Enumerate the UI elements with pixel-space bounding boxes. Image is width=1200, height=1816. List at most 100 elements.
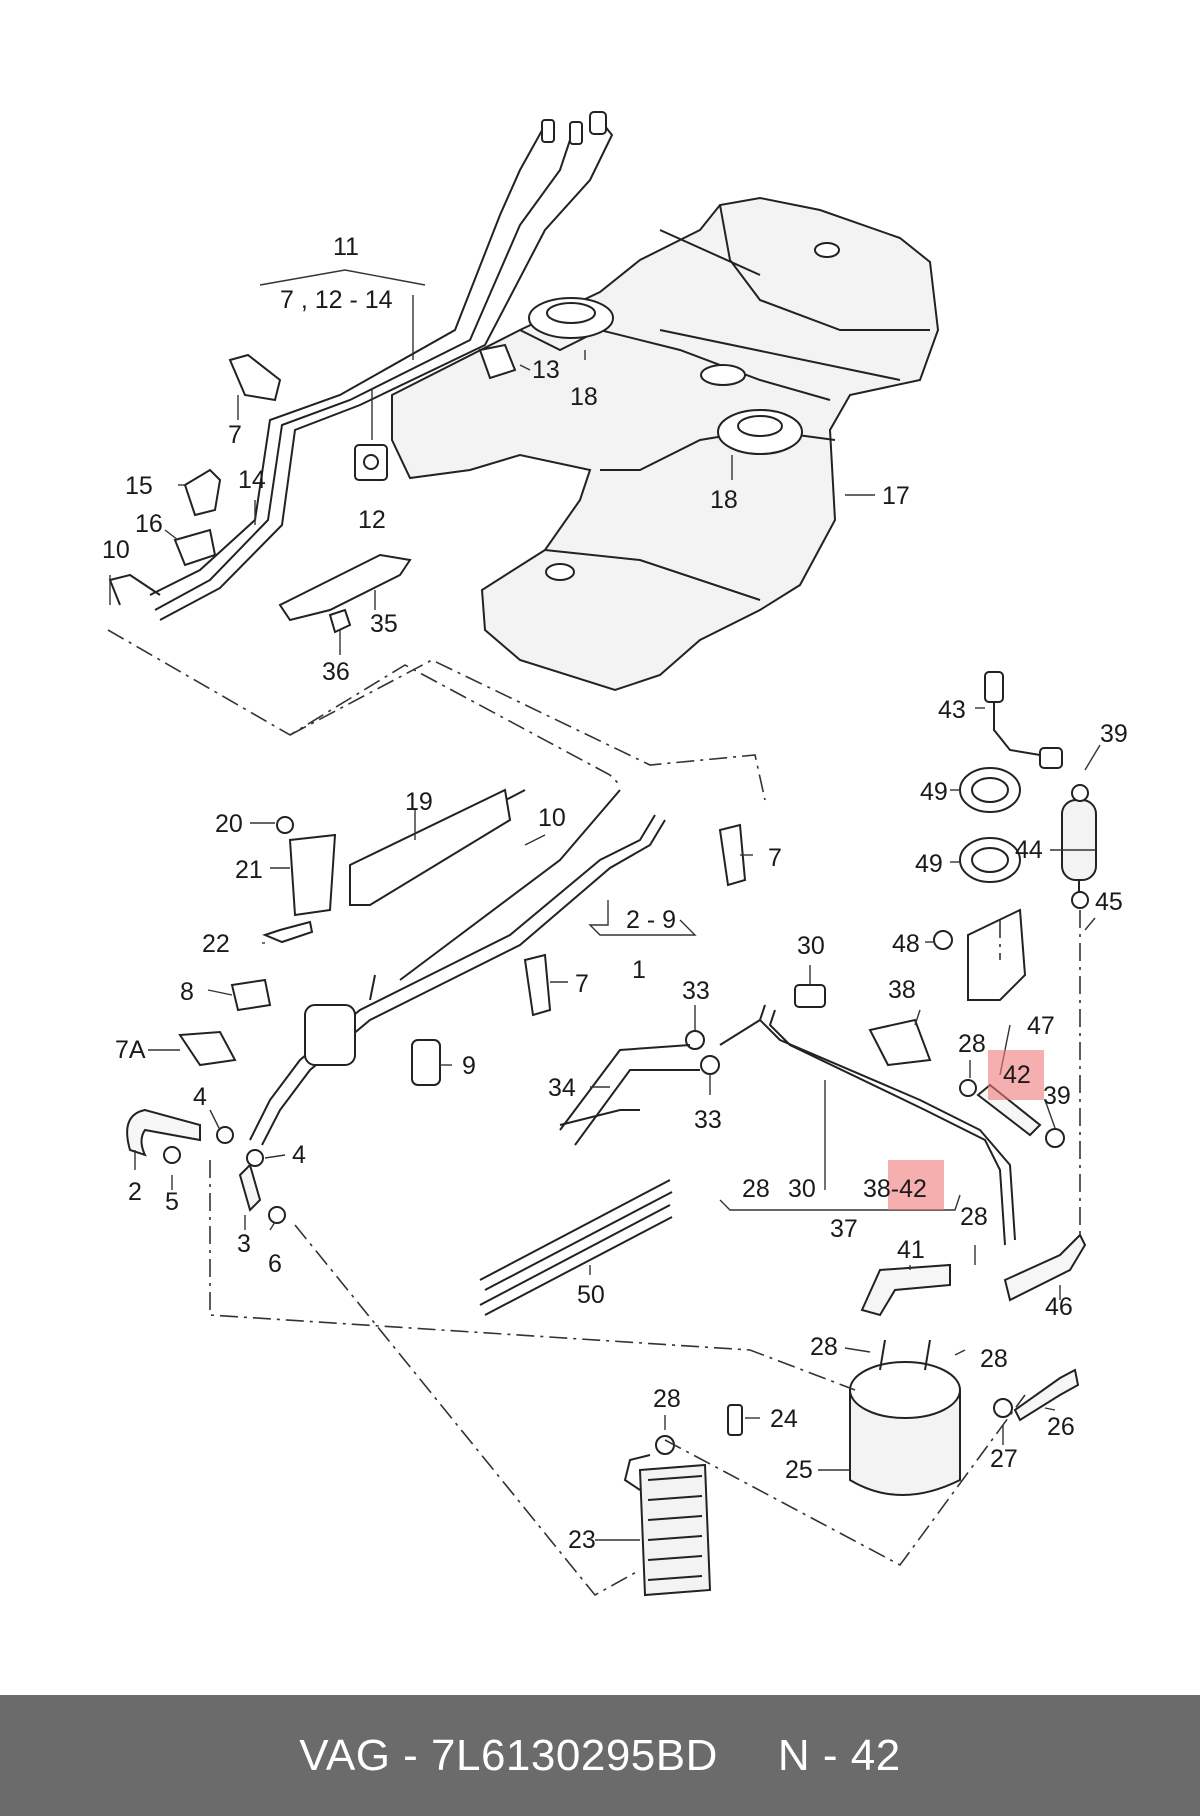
callout-10-middle: 10	[538, 804, 566, 832]
callout-41: 41	[897, 1236, 925, 1264]
callout-17: 17	[882, 482, 910, 510]
callout-18-upper: 18	[570, 383, 598, 411]
clip-9	[411, 1039, 441, 1086]
callout-45: 45	[1095, 888, 1123, 916]
callout-2-9: 2 - 9	[626, 906, 676, 934]
fuel-line-37	[719, 1004, 1016, 1246]
callout-30-lower: 30	[788, 1175, 816, 1203]
part-number: VAG - 7L6130295BD	[299, 1730, 718, 1780]
oil-cooler-23	[623, 1454, 712, 1597]
callout-28-c: 28	[960, 1203, 988, 1231]
callout-18-lower: 18	[710, 486, 738, 514]
callout-20: 20	[215, 810, 243, 838]
callout-33-upper: 33	[682, 977, 710, 1005]
mount-49-lower	[959, 837, 1021, 883]
filter-44	[1061, 785, 1097, 900]
callout-4-right: 4	[292, 1141, 306, 1169]
clamp-27	[993, 1398, 1013, 1418]
clip-30	[794, 984, 826, 1008]
footer-bar: VAG - 7L6130295BD N - 42	[0, 1695, 1200, 1816]
callout-7-middle-a: 7	[768, 844, 782, 872]
callout-49-lower: 49	[915, 850, 943, 878]
callout-8: 8	[180, 978, 194, 1006]
block-12	[354, 444, 388, 481]
reference-lines	[107, 629, 1081, 1597]
callout-3: 3	[237, 1230, 251, 1258]
callout-21: 21	[235, 856, 263, 884]
hose-2	[126, 1108, 201, 1157]
clip-48	[933, 930, 953, 950]
callout-7-upper: 7	[228, 421, 242, 449]
bolt-20	[276, 816, 294, 834]
clip-7-middle-a	[718, 823, 747, 887]
callout-12: 12	[358, 506, 386, 534]
hose-46	[1003, 1233, 1087, 1302]
callout-37: 37	[830, 1215, 858, 1243]
clip-38	[868, 1018, 932, 1067]
callout-46: 46	[1045, 1293, 1073, 1321]
hose-26	[1013, 1368, 1080, 1422]
callout-1: 1	[632, 956, 646, 984]
clip-8	[230, 978, 272, 1012]
callout-43: 43	[938, 696, 966, 724]
callout-2: 2	[128, 1178, 142, 1206]
callout-28-a: 28	[958, 1030, 986, 1058]
callout-49-upper: 49	[920, 778, 948, 806]
callout-7-12-14: 7 , 12 - 14	[280, 286, 393, 314]
callout-39-upper: 39	[1100, 720, 1128, 748]
callout-13: 13	[532, 356, 560, 384]
fuel-tank-drawing	[391, 196, 940, 692]
callout-16: 16	[135, 510, 163, 538]
clips-33	[685, 1030, 720, 1075]
callout-14: 14	[238, 466, 266, 494]
bracket-21	[288, 833, 337, 917]
callout-50: 50	[577, 1281, 605, 1309]
callout-28-f: 28	[653, 1385, 681, 1413]
callout-7A: 7A	[115, 1036, 146, 1064]
callout-33-lower: 33	[694, 1106, 722, 1134]
callout-labels: 11 7 , 12 - 14 13 18 18 17 7 12 1 5 14 16…	[102, 233, 1128, 1554]
callout-11: 11	[333, 233, 359, 261]
callout-48: 48	[892, 930, 920, 958]
callout-26: 26	[1047, 1413, 1075, 1441]
hose-41	[860, 1263, 951, 1317]
clip-7-upper	[228, 353, 282, 402]
sensor-43	[984, 671, 1063, 769]
callout-5: 5	[165, 1188, 179, 1216]
exploded-parts-diagram: 11 7 , 12 - 14 13 18 18 17 7 12 1 5 14 16…	[102, 111, 1128, 1597]
callout-4-left: 4	[193, 1083, 207, 1111]
callout-22: 22	[202, 930, 230, 958]
upper-fuel-lines	[108, 111, 614, 621]
callout-25: 25	[785, 1456, 813, 1484]
callout-34: 34	[548, 1074, 576, 1102]
callout-39-lower: 39	[1043, 1082, 1071, 1110]
clip-7-middle-b	[523, 953, 552, 1017]
callout-24: 24	[770, 1405, 798, 1433]
clip-13	[478, 343, 517, 380]
callout-44: 44	[1015, 836, 1043, 864]
page-reference: N - 42	[777, 1730, 901, 1780]
callout-42-right: 42	[1003, 1061, 1031, 1089]
bracket-47	[967, 908, 1027, 1001]
callout-10-upper: 10	[102, 536, 130, 564]
connector-15	[183, 468, 222, 517]
nut-36	[328, 608, 352, 634]
callout-35: 35	[370, 610, 398, 638]
callout-36: 36	[322, 658, 350, 686]
callout-9: 9	[462, 1052, 476, 1080]
callout-38-prefix: 38-	[863, 1175, 899, 1203]
highlight-42-right	[988, 1050, 1044, 1100]
middle-fuel-line	[249, 789, 666, 1146]
callout-7-middle-b: 7	[575, 970, 589, 998]
callout-38: 38	[888, 976, 916, 1004]
straps-50	[479, 1179, 673, 1316]
highlight-42-bottom	[888, 1160, 944, 1210]
connector-16	[173, 528, 217, 567]
callout-28-e: 28	[980, 1345, 1008, 1373]
callout-23: 23	[568, 1526, 596, 1554]
bracket-35	[278, 553, 412, 622]
callout-42-bottom: 42	[899, 1175, 927, 1203]
clamp-28-cooler	[655, 1435, 675, 1455]
hose-34	[559, 1044, 700, 1146]
clip-7A	[178, 1030, 237, 1067]
